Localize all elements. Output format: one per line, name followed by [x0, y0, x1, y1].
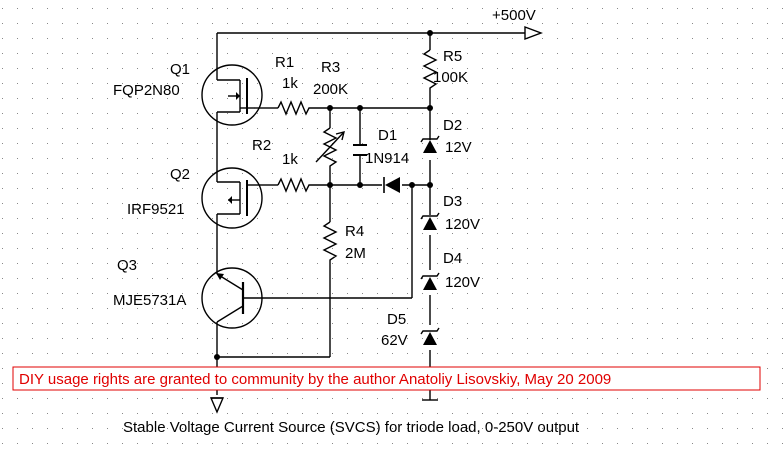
d3-ref-label: D3 [443, 193, 462, 210]
resistor-r1 [277, 100, 312, 116]
r2-ref-label: R2 [252, 137, 271, 154]
r5-value-label: 100K [433, 69, 468, 86]
r1-ref-label: R1 [275, 54, 294, 71]
junction-dots [214, 30, 433, 360]
zener-d4-icon [420, 272, 440, 290]
diode-d1-icon [383, 177, 400, 193]
r3-value-label: 200K [313, 81, 348, 98]
zener-d3-icon [420, 212, 440, 230]
d3-value-label: 120V [445, 216, 480, 233]
mosfet-q2-icon [201, 167, 263, 229]
q2-part-label: IRF9521 [127, 201, 185, 218]
potentiometer-r3 [322, 127, 338, 168]
d4-ref-label: D4 [443, 250, 462, 267]
supply-arrow-icon [524, 25, 543, 41]
d1-part-label: 1N914 [365, 150, 409, 167]
d2-value-label: 12V [445, 139, 472, 156]
zener-d5-icon [420, 327, 440, 345]
d1-ref-label: D1 [378, 127, 397, 144]
mosfet-q1-icon [201, 64, 263, 126]
zener-d2-icon [420, 125, 440, 153]
resistor-r2 [277, 177, 312, 193]
q1-ref-label: Q1 [170, 61, 190, 78]
resistor-r4 [322, 221, 338, 262]
r4-value-label: 2M [345, 245, 366, 262]
q3-part-label: MJE5731A [113, 292, 186, 309]
q2-ref-label: Q2 [170, 166, 190, 183]
supply-voltage-label: +500V [492, 7, 536, 24]
r3-ref-label: R3 [321, 59, 340, 76]
r1-value-label: 1k [282, 75, 298, 92]
notice-box [12, 366, 761, 391]
r5-ref-label: R5 [443, 48, 462, 65]
d4-value-label: 120V [445, 274, 480, 291]
resistor-r5 [422, 49, 438, 92]
q3-ref-label: Q3 [117, 257, 137, 274]
q1-part-label: FQP2N80 [113, 82, 180, 99]
d2-ref-label: D2 [443, 117, 462, 134]
r4-ref-label: R4 [345, 223, 364, 240]
d5-ref-label: D5 [387, 311, 406, 328]
potentiometer-arrow-icon [315, 131, 345, 163]
d5-value-label: 62V [381, 332, 408, 349]
r2-value-label: 1k [282, 151, 298, 168]
notice-text: DIY usage rights are granted to communit… [19, 371, 611, 388]
schematic-caption: Stable Voltage Current Source (SVCS) for… [123, 419, 580, 436]
bjt-q3-icon [201, 267, 263, 330]
